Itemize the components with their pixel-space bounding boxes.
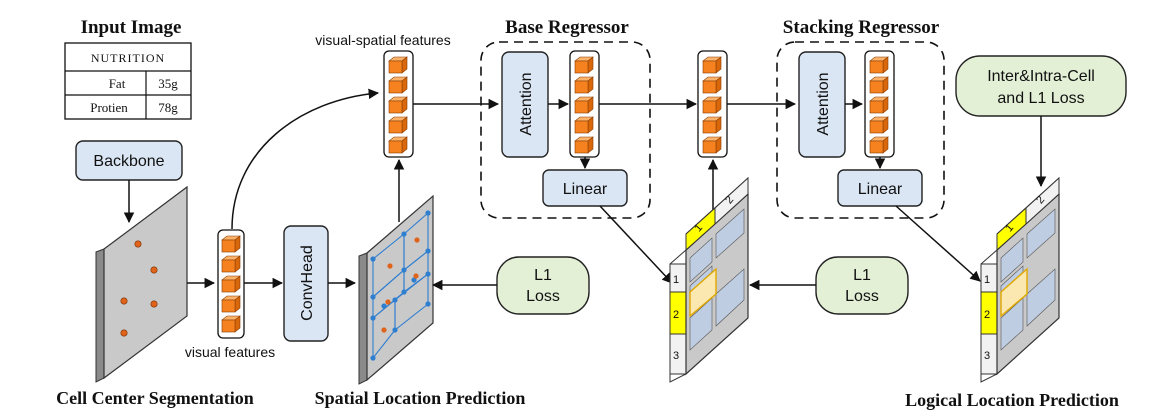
base-linear-to-logical-arrow xyxy=(599,205,673,284)
table-header-text: NUTRITION xyxy=(91,51,165,65)
cell-center-dot xyxy=(150,266,158,274)
logical-l1-loss-line2: Loss xyxy=(845,288,879,305)
spatial-location-prediction-title: Spatial Location Prediction xyxy=(315,388,526,408)
backbone-label: Backbone xyxy=(93,153,164,170)
visual-features-label: visual features xyxy=(185,344,275,360)
input-image-title: Input Image xyxy=(81,17,182,38)
cell-center-dot xyxy=(134,240,142,248)
features-to-visual-spatial-arrow xyxy=(231,88,380,230)
table-row-value: 78g xyxy=(158,100,178,115)
base-regressor-group xyxy=(480,41,651,219)
spatial-location-map xyxy=(358,194,434,385)
stacking-regressor-title: Stacking Regressor xyxy=(783,17,940,38)
spatial-l1-loss-box xyxy=(496,256,590,315)
segmentation-map xyxy=(95,185,188,383)
cell-center-dot xyxy=(120,297,128,305)
base-linear-label: Linear xyxy=(563,181,608,198)
spatial-l1-loss-line1: L1 xyxy=(534,267,552,284)
logical-grid-intermediate: 1 2 3 1 2 xyxy=(669,176,749,383)
stacking-linear-to-logical-arrow xyxy=(895,205,981,282)
inter-intra-loss-line2: and L1 Loss xyxy=(997,90,1084,107)
table-row-label: Fat xyxy=(109,76,126,91)
logical-row-number: 3 xyxy=(984,350,990,362)
logical-grid-final: 1 2 3 1 2 xyxy=(980,176,1060,383)
stacking-regressor-group xyxy=(776,41,945,219)
logical-location-prediction-title: Logical Location Prediction xyxy=(905,390,1119,410)
inter-intra-loss-line1: Inter&Intra-Cell xyxy=(987,68,1095,85)
spatial-l1-loss-line2: Loss xyxy=(526,288,560,305)
logical-l1-loss-box xyxy=(815,256,909,315)
base-linear-block xyxy=(542,169,628,207)
table-row-label: Protien xyxy=(90,100,128,115)
convhead-label: ConvHead xyxy=(299,245,316,321)
stacking-linear-block xyxy=(837,169,923,207)
logical-row-number: 1 xyxy=(673,274,679,286)
visual-spatial-features-column xyxy=(383,50,414,158)
logical-row-number: 2 xyxy=(673,309,679,321)
logical-row-number: 2 xyxy=(984,309,990,321)
stacking-features-column xyxy=(864,50,895,158)
visual-spatial-features-label: visual-spatial features xyxy=(315,32,450,48)
cell-center-dot xyxy=(120,329,128,337)
logical-row-number: 3 xyxy=(673,350,679,362)
base-attention-label: Attention xyxy=(518,72,535,135)
input-table-image: NUTRITION Fat 35g Protien 78g xyxy=(64,42,192,120)
cell-center-dot xyxy=(150,300,158,308)
logical-row-number: 1 xyxy=(984,274,990,286)
base-regressor-title: Base Regressor xyxy=(505,17,629,38)
table-row-value: 35g xyxy=(158,76,178,91)
visual-features-column xyxy=(217,229,245,339)
stacking-linear-label: Linear xyxy=(858,181,903,198)
base-features-column xyxy=(569,50,600,158)
logical-l1-loss-line1: L1 xyxy=(853,267,871,284)
intermediate-features-column xyxy=(697,50,728,158)
inter-intra-loss-box xyxy=(955,55,1127,117)
stacking-attention-label: Attention xyxy=(815,72,832,135)
cell-center-segmentation-title: Cell Center Segmentation xyxy=(56,388,254,408)
